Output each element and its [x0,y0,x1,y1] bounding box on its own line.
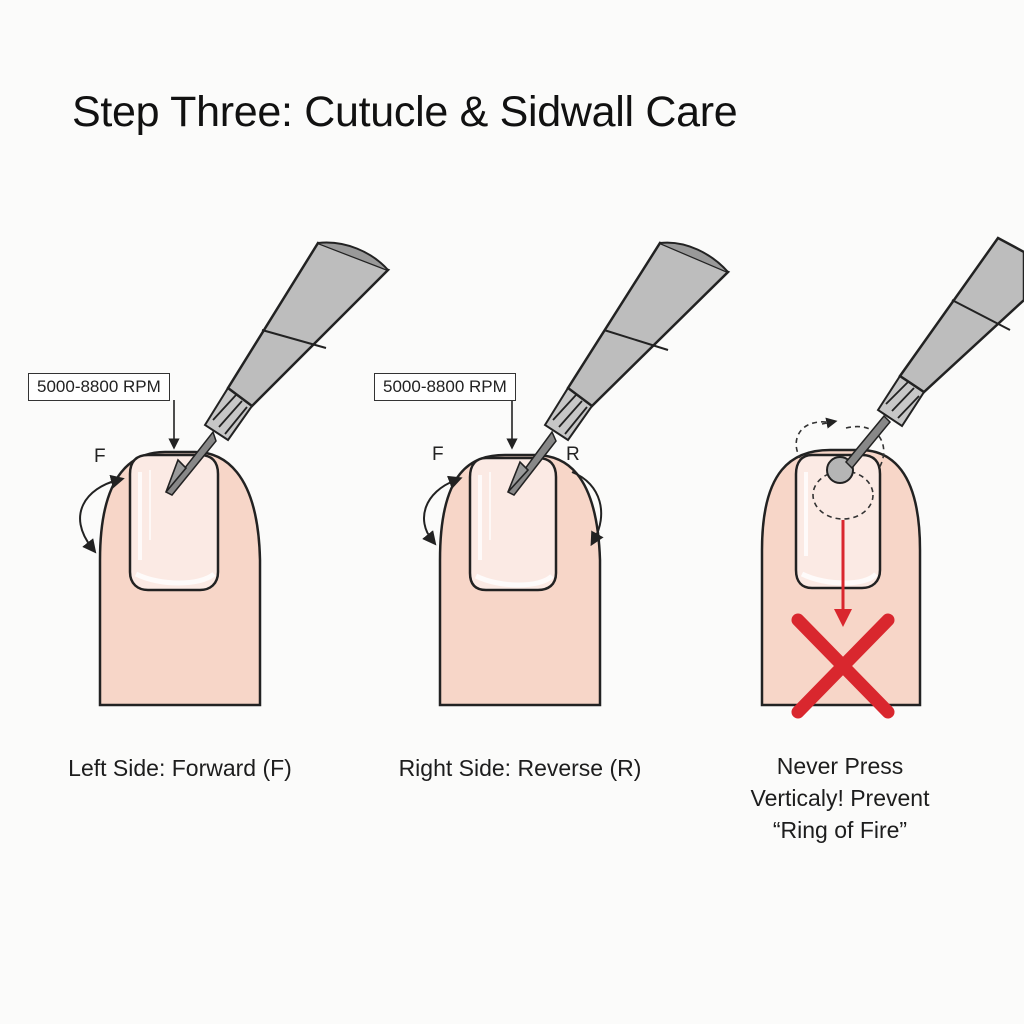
caption-left-side-forward: Left Side: Forward (F) [68,755,292,781]
caption-line: “Ring of Fire” [772,817,908,843]
nail-plate [468,456,558,592]
panel-right-reverse [422,241,731,707]
reverse-label: R [566,444,580,465]
e-file-drill-icon [506,241,731,496]
rpm-label-left: 5000-8800 RPM [28,373,170,401]
nail-plate [794,453,882,590]
e-file-drill-icon [164,241,391,496]
caption-right-side-reverse: Right Side: Reverse (R) [398,755,642,781]
red-x-warning-icon [791,613,895,719]
rotation-arrow-left-icon [422,475,463,546]
caption-never-press-vertically: Never Press Verticaly! Prevent “Ring of … [700,750,980,846]
dashed-rotation-icon [795,421,827,459]
nail-plate [128,453,220,592]
rpm-label-right: 5000-8800 RPM [374,373,516,401]
page-title: Step Three: Cutucle & Sidwall Care [72,88,738,136]
e-file-drill-icon [826,236,1024,484]
rotation-arrow-right-icon [571,471,604,547]
rotation-arrow-icon [79,474,125,554]
forward-label: F [94,446,106,467]
forward-label: F [432,444,444,465]
caption-line: Never Press [776,753,904,779]
panel-never-press-vertically [760,236,1024,719]
caption-line: Verticaly! Prevent [750,785,930,811]
panel-left-forward [79,241,391,707]
